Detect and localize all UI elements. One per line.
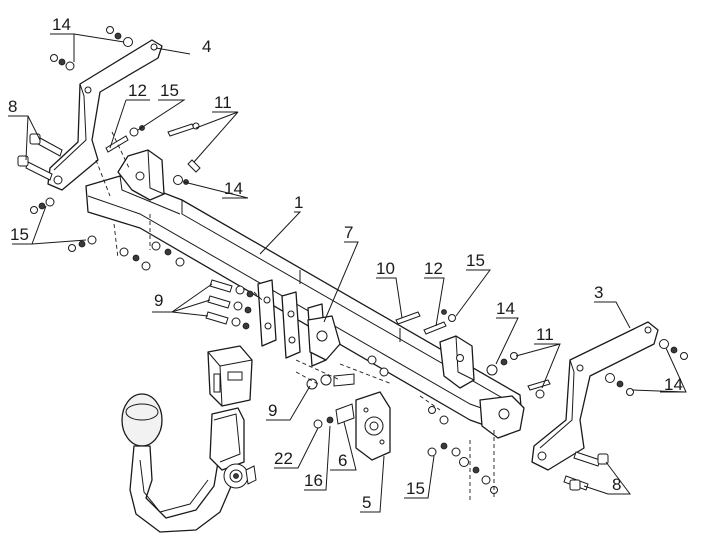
callout-11: 11	[214, 93, 232, 112]
callout-8: 8	[8, 97, 17, 116]
callout-1: 1	[294, 193, 303, 212]
callout-10: 10	[376, 259, 395, 278]
callout-22: 22	[274, 449, 293, 468]
callout-4: 4	[202, 37, 211, 56]
callout-12: 12	[128, 81, 147, 100]
callout-5: 5	[362, 493, 371, 512]
callout-14: 14	[496, 299, 515, 318]
callout-14: 14	[664, 375, 683, 394]
beam-right-bracket	[439, 335, 475, 389]
callout-12: 12	[424, 259, 443, 278]
callout-6: 6	[338, 451, 347, 470]
receiver-block	[207, 345, 253, 407]
callout-8: 8	[612, 475, 621, 494]
ball-neck	[121, 393, 257, 533]
callout-15: 15	[10, 225, 29, 244]
beam-left-bracket	[117, 149, 165, 201]
callout-14: 14	[52, 15, 71, 34]
callout-7: 7	[344, 223, 353, 242]
leader-lines	[8, 33, 687, 513]
callout-3: 3	[594, 283, 603, 302]
callout-15: 15	[160, 81, 179, 100]
cross-beam	[85, 175, 523, 431]
callout-9: 9	[268, 401, 277, 420]
callout-15: 15	[466, 251, 485, 270]
callout-15: 15	[406, 479, 425, 498]
fasteners	[17, 26, 688, 494]
left-side-arm	[47, 39, 163, 191]
callout-14: 14	[224, 179, 243, 198]
assembly-guide-lines	[95, 131, 495, 500]
callout-11: 11	[536, 325, 554, 344]
socket-plate	[307, 315, 341, 361]
beam-end-bracket	[479, 395, 525, 439]
callout-labels: 14 4 8 12 15 11 14 1 15 7 10 12 15 3 9 1…	[8, 15, 683, 512]
socket-mounting-plate	[355, 391, 391, 461]
callout-9: 9	[154, 291, 163, 310]
right-side-arm	[531, 321, 659, 471]
callout-16: 16	[304, 471, 323, 490]
